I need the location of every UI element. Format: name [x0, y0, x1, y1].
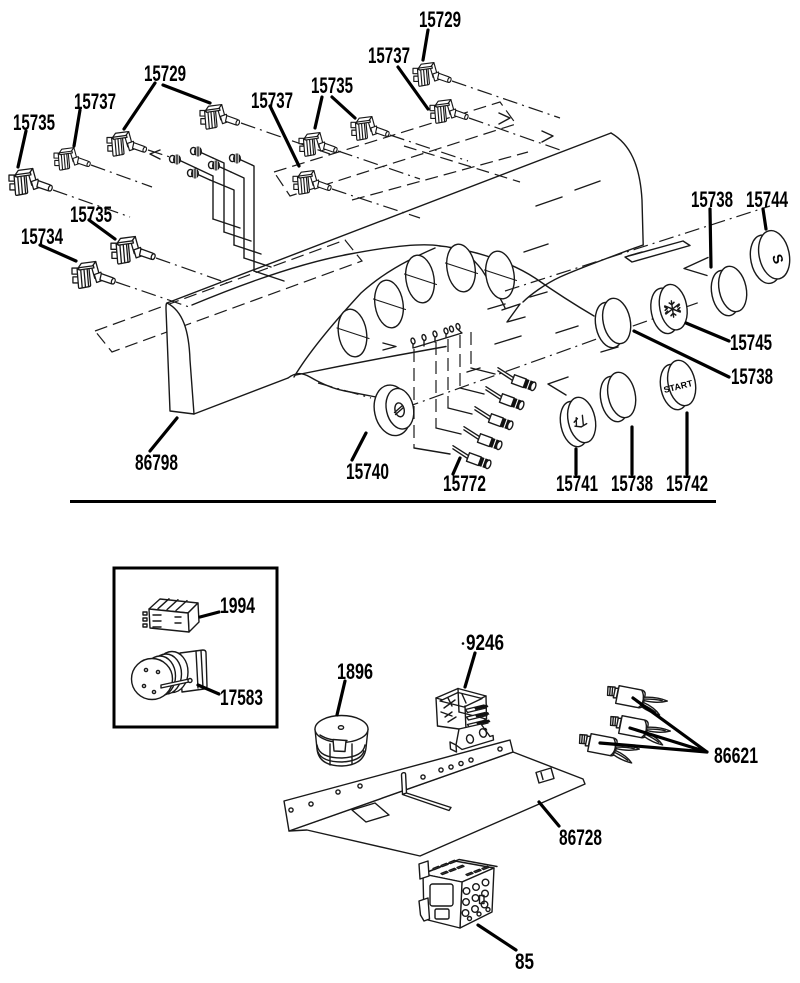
svg-text:15729: 15729	[419, 7, 461, 32]
svg-text:85: 85	[515, 949, 534, 974]
svg-text:86728: 86728	[559, 825, 602, 850]
svg-text:15737: 15737	[251, 88, 293, 113]
svg-text:15772: 15772	[443, 471, 486, 496]
svg-text:15729: 15729	[144, 61, 186, 86]
svg-text:15737: 15737	[74, 89, 116, 114]
svg-text:86798: 86798	[135, 450, 178, 475]
svg-text:15744: 15744	[746, 187, 788, 212]
svg-text:15745: 15745	[730, 330, 772, 355]
svg-text:15735: 15735	[311, 73, 353, 98]
svg-text:S: S	[769, 252, 787, 266]
svg-text:17583: 17583	[220, 685, 263, 710]
svg-text:15735: 15735	[13, 110, 55, 135]
svg-text:15742: 15742	[666, 471, 708, 496]
svg-text:15738: 15738	[731, 364, 773, 389]
svg-text:15741: 15741	[556, 471, 598, 496]
svg-text:1994: 1994	[220, 593, 255, 618]
svg-text:15735: 15735	[70, 202, 112, 227]
svg-text:1896: 1896	[337, 659, 373, 684]
svg-text:15737: 15737	[368, 43, 410, 68]
svg-text:15734: 15734	[21, 224, 63, 249]
svg-text:86621: 86621	[714, 743, 758, 768]
svg-text:15740: 15740	[346, 459, 389, 484]
svg-text:15738: 15738	[611, 471, 653, 496]
svg-text:9246: 9246	[466, 630, 504, 655]
svg-text:15738: 15738	[691, 187, 733, 212]
